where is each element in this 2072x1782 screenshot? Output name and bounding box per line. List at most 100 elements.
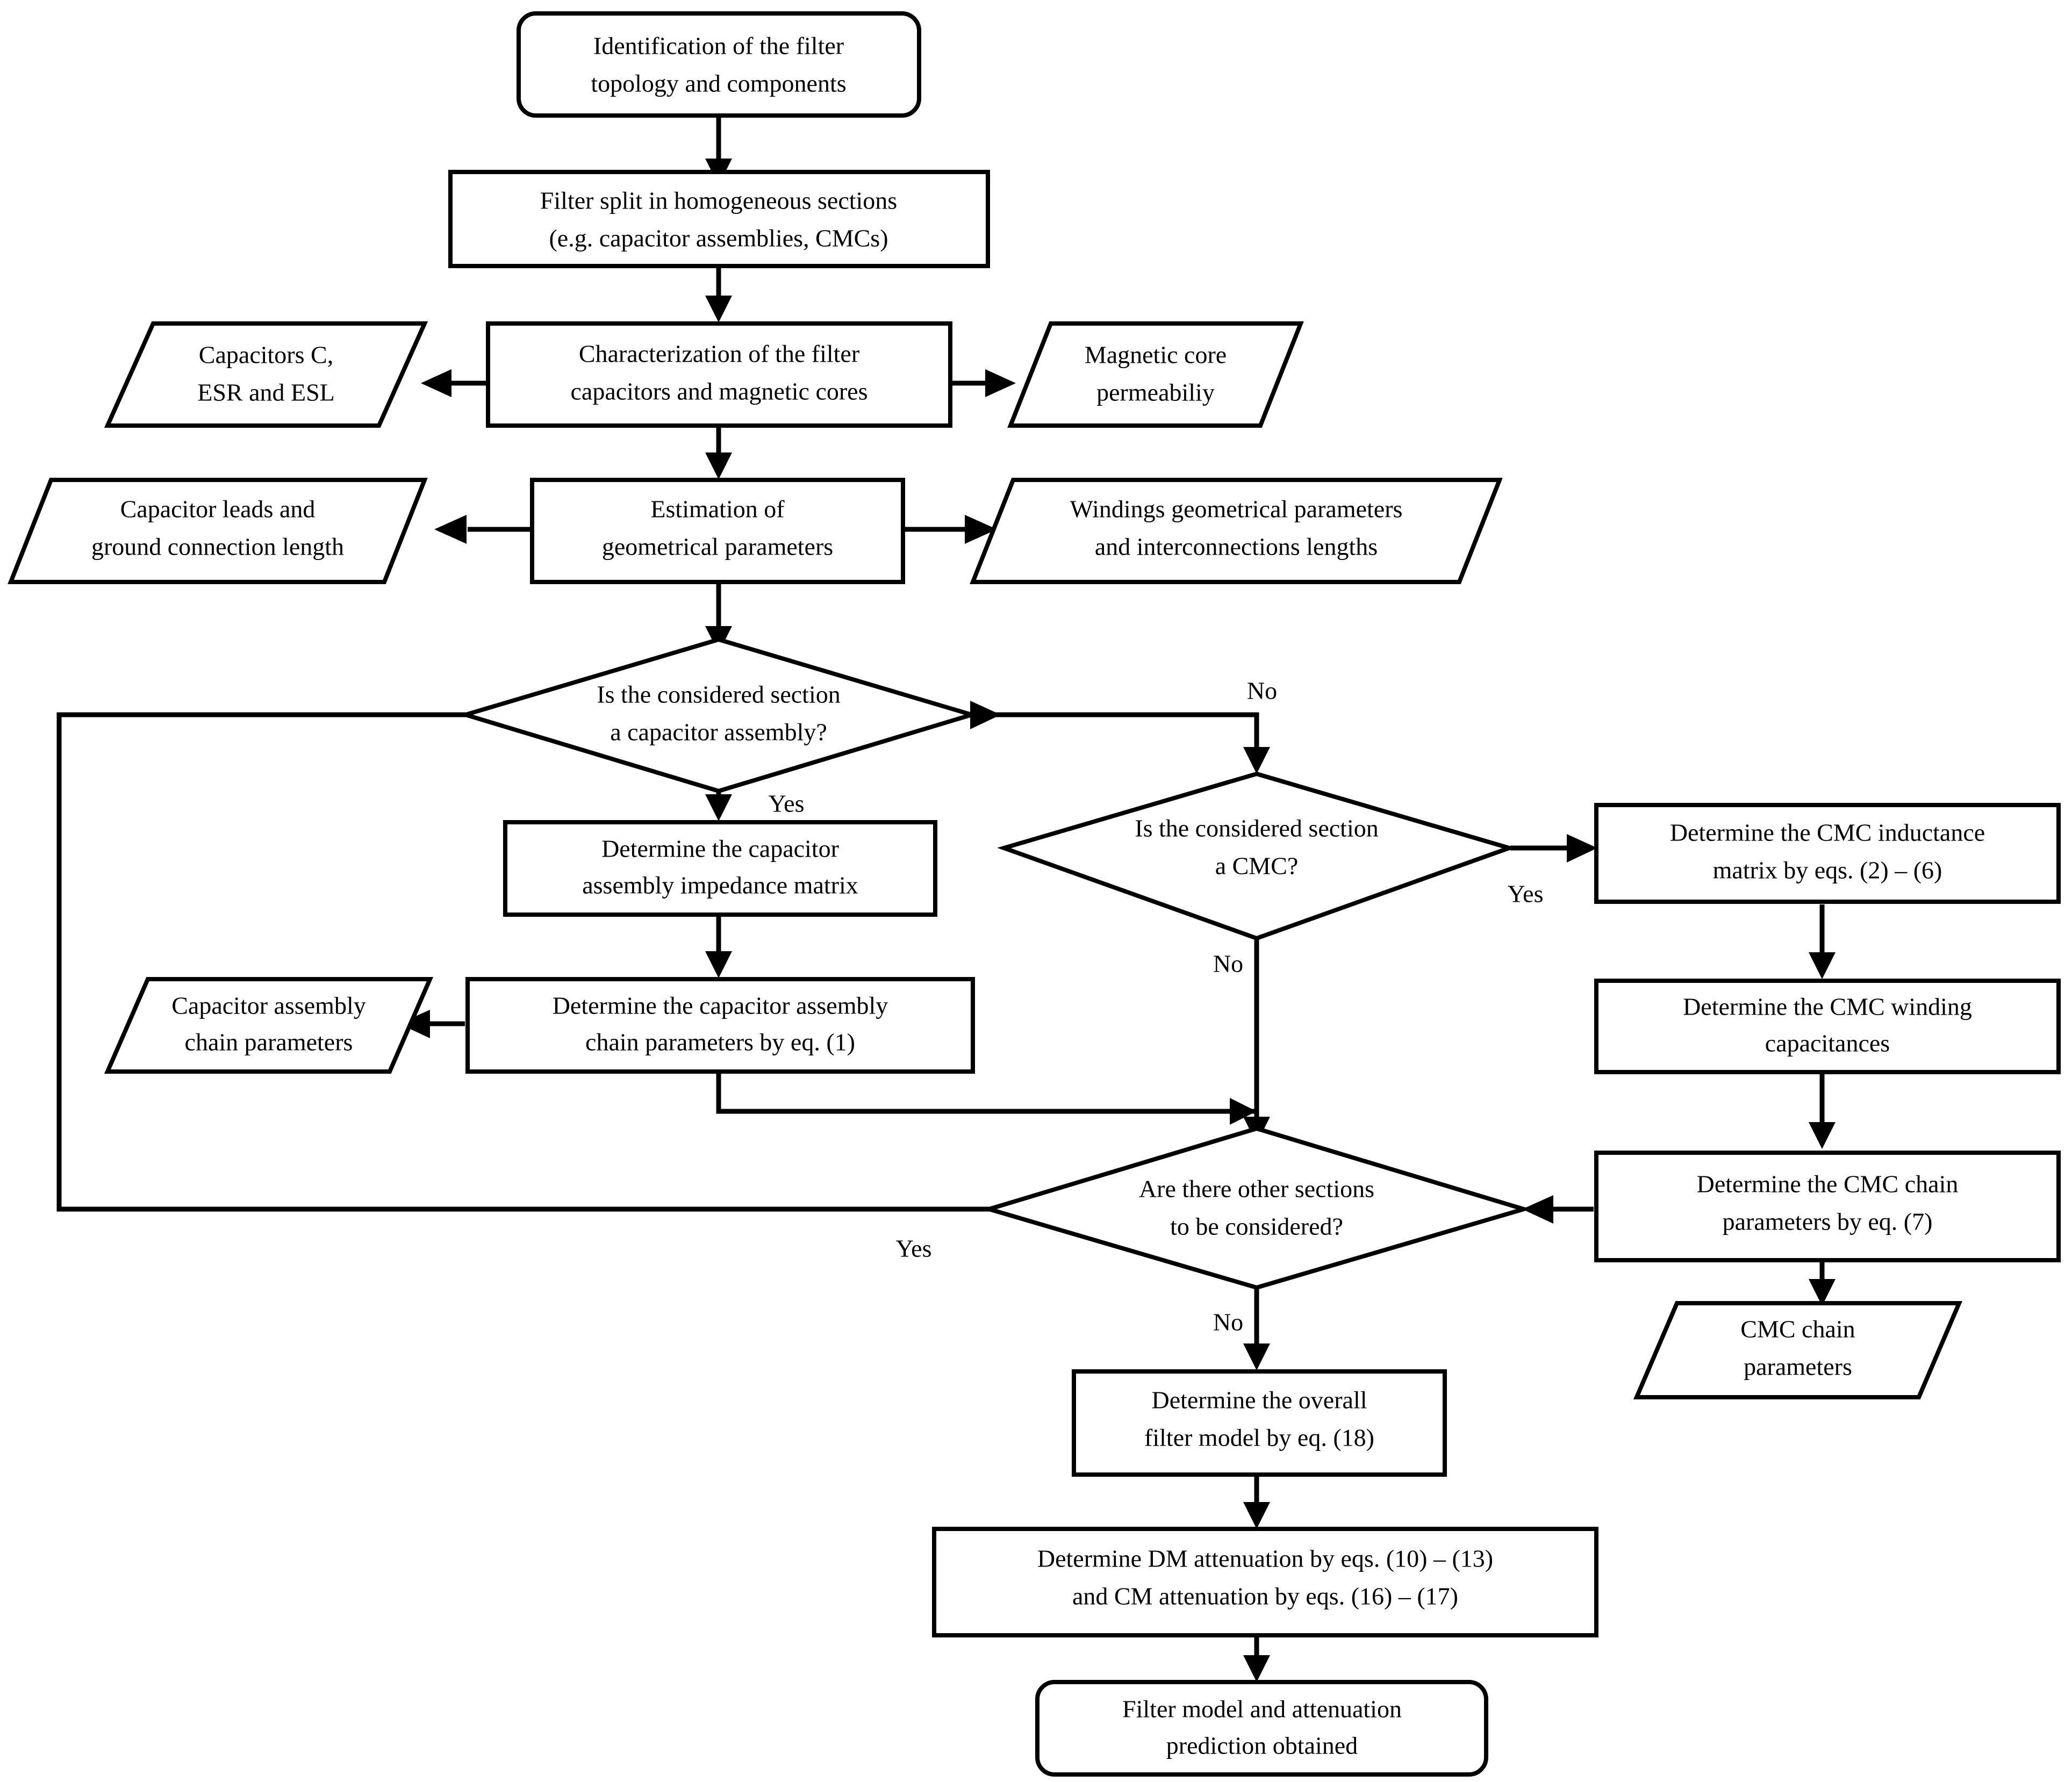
arrowhead-chain-to-chaindata [399, 1010, 430, 1038]
node-end-shape [1035, 1680, 1488, 1777]
node-attenuation-line1: Determine DM attenuation by eqs. (10) – … [1037, 1545, 1493, 1572]
node-cmc-chain-data-line1: CMC chain [1740, 1316, 1855, 1343]
node-decision3-line1: Are there other sections [1139, 1175, 1374, 1203]
node-cmc-chain-params-line2: parameters by eq. (7) [1723, 1208, 1933, 1235]
node-decision-cmc-line1: Is the considered section [1135, 815, 1378, 842]
node-cap-chain-params-shape [465, 977, 975, 1074]
edge-label-layer: No Yes Yes No Yes No [769, 677, 1544, 1336]
arrowhead-overall-to-attenuation [1243, 1502, 1270, 1529]
node-estimation-line2: geometrical parameters [602, 533, 833, 561]
node-decision-capacitor-assembly[interactable]: Is the considered section a capacitor as… [458, 637, 979, 794]
node-decision-other-sections[interactable]: Are there other sections to be considere… [981, 1126, 1532, 1290]
arrowhead-decision3-no-to-overall [1243, 1343, 1270, 1370]
node-cap-impedance-line2: assembly impedance matrix [582, 872, 858, 899]
node-capacitors-data-shape [104, 321, 428, 428]
node-cmc-winding-shape [1594, 979, 2061, 1074]
node-decision3-line2: to be considered? [1170, 1213, 1343, 1240]
node-cmc-winding-capacitances[interactable]: Determine the CMC winding capacitances [1594, 979, 2061, 1074]
edge-feedback-yes-loop [56, 712, 992, 1212]
node-capacitor-leads-data[interactable]: Capacitor leads and ground connection le… [8, 478, 428, 584]
arrowhead-cmcchain-to-decision3 [1522, 1195, 1553, 1224]
arrowhead-feedback-yes-loop [970, 701, 1001, 729]
node-start-line1: Identification of the filter [593, 32, 844, 60]
node-cap-chain-params[interactable]: Determine the capacitor assembly chain p… [465, 977, 975, 1074]
arrowhead-estimation-to-windings [965, 515, 997, 544]
edge-chain-to-merge [716, 1069, 1257, 1114]
arrowhead-cmcchain-to-data [1809, 1279, 1836, 1306]
node-estimation[interactable]: Estimation of geometrical parameters [530, 478, 905, 584]
edge-label-cmc-no: No [1213, 950, 1243, 978]
node-cap-chain-data-line1: Capacitor assembly [171, 992, 366, 1019]
arrowhead-characterization-to-estimation [705, 452, 732, 479]
arrowhead-winding-to-chain [1809, 1122, 1836, 1149]
node-core-permeability-line1: Magnetic core [1085, 341, 1227, 369]
node-attenuation-line2: and CM attenuation by eqs. (16) – (17) [1072, 1583, 1458, 1610]
node-cmc-chain-data-line2: parameters [1744, 1353, 1852, 1381]
node-end-line1: Filter model and attenuation [1122, 1695, 1402, 1723]
edge-decision1-no-to-cmc [974, 712, 1259, 757]
node-decision-cmc-shape [997, 771, 1516, 941]
node-windings-line1: Windings geometrical parameters [1070, 495, 1403, 523]
node-characterization-line2: capacitors and magnetic cores [570, 378, 867, 405]
node-overall-filter-line2: filter model by eq. (18) [1144, 1424, 1374, 1452]
node-cmc-winding-line2: capacitances [1765, 1030, 1890, 1057]
node-attenuation[interactable]: Determine DM attenuation by eqs. (10) – … [932, 1527, 1598, 1637]
node-characterization[interactable]: Characterization of the filter capacitor… [486, 321, 952, 428]
node-cap-chain-data-line2: chain parameters [185, 1029, 353, 1056]
node-start[interactable]: Identification of the filter topology an… [517, 11, 921, 118]
node-cmc-inductance-line1: Determine the CMC inductance [1670, 819, 1985, 846]
arrowhead-split-to-characterization [705, 296, 732, 322]
arrowhead-cmc-yes-to-inductance [1567, 834, 1597, 863]
node-cmc-inductance-shape [1594, 803, 2061, 904]
arrowhead-decision1-no-to-cmc [1243, 747, 1270, 774]
node-core-permeability-data[interactable]: Magnetic core permeabiliy [1007, 321, 1304, 428]
arrowhead-estimation-to-leads [434, 515, 467, 544]
node-cmc-winding-line1: Determine the CMC winding [1683, 993, 1972, 1021]
node-decision1-shape [458, 637, 979, 794]
node-capacitor-leads-line2: ground connection length [91, 533, 344, 561]
node-decision3-shape [981, 1126, 1532, 1290]
node-overall-filter-line1: Determine the overall [1151, 1386, 1367, 1414]
arrowhead-chain-to-merge [1230, 1098, 1257, 1125]
edge-label-cmc-yes: Yes [1508, 880, 1544, 908]
node-capacitors-data-line1: Capacitors C, [199, 341, 333, 369]
node-capacitors-data[interactable]: Capacitors C, ESR and ESL [104, 321, 428, 428]
node-overall-filter-model[interactable]: Determine the overall filter model by eq… [1072, 1369, 1447, 1477]
node-cap-chain-params-data[interactable]: Capacitor assembly chain parameters [104, 977, 434, 1074]
node-cap-chain-params-line2: chain parameters by eq. (1) [585, 1029, 855, 1056]
node-cmc-chain-params-line1: Determine the CMC chain [1697, 1170, 1959, 1198]
node-windings-line2: and interconnections lengths [1095, 533, 1378, 561]
node-estimation-shape [530, 478, 905, 584]
node-cmc-inductance-line2: matrix by eqs. (2) – (6) [1713, 857, 1942, 884]
node-windings-shape [970, 478, 1503, 584]
arrowhead-characterization-to-core [985, 369, 1016, 397]
arrowhead-attenuation-to-end [1243, 1655, 1270, 1682]
node-windings-data[interactable]: Windings geometrical parameters and inte… [970, 478, 1503, 584]
node-capacitor-leads-line1: Capacitor leads and [120, 495, 316, 523]
node-decision-cmc[interactable]: Is the considered section a CMC? [997, 771, 1516, 941]
node-filter-split-shape [448, 170, 990, 268]
arrowhead-impedance-to-chain [705, 951, 732, 978]
node-filter-split[interactable]: Filter split in homogeneous sections (e.… [448, 170, 990, 268]
arrowhead-characterization-to-capacitors [421, 369, 451, 397]
node-cmc-chain-params-shape [1594, 1151, 2061, 1262]
edge-label-decision1-yes: Yes [769, 790, 805, 817]
edge-label-other-sections-no: No [1213, 1309, 1243, 1336]
node-end-line2: prediction obtained [1166, 1732, 1358, 1759]
node-cmc-chain-params-data[interactable]: CMC chain parameters [1633, 1301, 1963, 1399]
node-core-permeability-data-shape [1007, 321, 1304, 428]
node-cmc-inductance-matrix[interactable]: Determine the CMC inductance matrix by e… [1594, 803, 2061, 904]
node-attenuation-shape [932, 1527, 1598, 1637]
edge-label-other-sections-yes: Yes [896, 1235, 932, 1262]
node-cap-impedance-shape [503, 820, 937, 917]
node-cap-chain-params-data-shape [104, 977, 434, 1074]
node-start-shape [517, 11, 921, 118]
node-end[interactable]: Filter model and attenuation prediction … [1035, 1680, 1488, 1777]
node-cap-impedance-matrix[interactable]: Determine the capacitor assembly impedan… [503, 820, 937, 917]
node-capacitor-leads-shape [8, 478, 428, 584]
node-cap-chain-params-line1: Determine the capacitor assembly [553, 992, 888, 1019]
node-cmc-chain-params[interactable]: Determine the CMC chain parameters by eq… [1594, 1151, 2061, 1262]
node-capacitors-data-line2: ESR and ESL [197, 379, 335, 406]
